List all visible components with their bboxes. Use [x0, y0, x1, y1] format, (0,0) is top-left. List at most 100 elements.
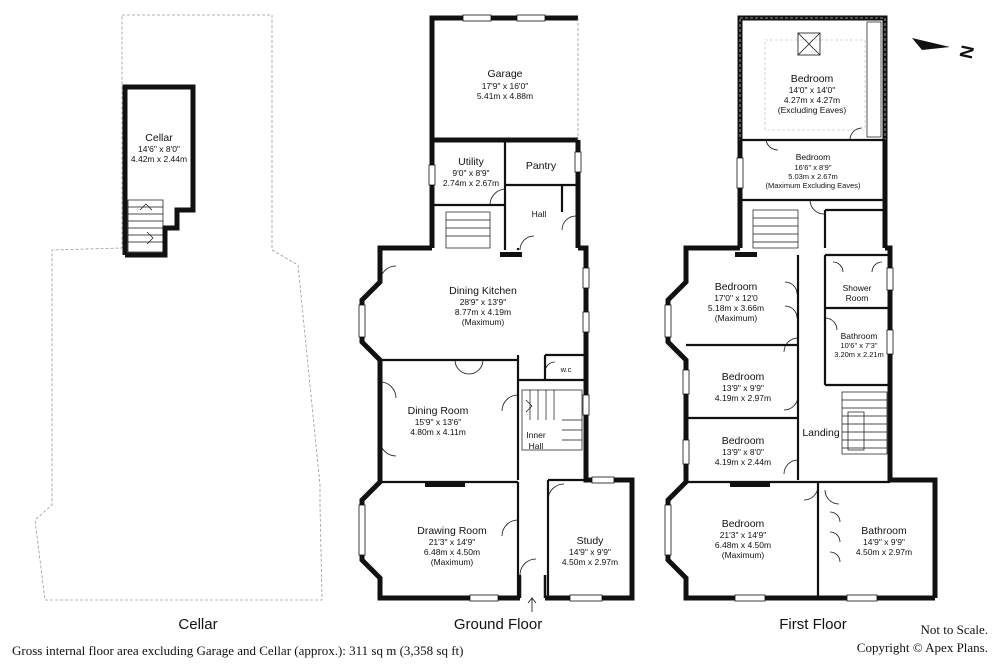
copyright-note: Copyright © Apex Plans.: [856, 640, 988, 655]
study-front-window: [569, 594, 603, 602]
kitchen-window-2: [582, 311, 590, 333]
ground-floor-title: Ground Floor: [454, 616, 542, 633]
drawing-room-name: Drawing Room: [417, 525, 487, 537]
utility-imperial: 9'0" x 8'9": [452, 168, 489, 178]
first-floor-title: First Floor: [779, 616, 847, 633]
dining-french-door-1: [379, 381, 397, 399]
shower-room-name-1: Shower: [843, 283, 872, 293]
hall-name: Hall: [532, 209, 547, 219]
bedroom-1-metric: 5.18m x 3.66m: [708, 303, 764, 313]
garage-name: Garage: [487, 68, 522, 80]
shower-door-1: [832, 261, 844, 273]
drawing-bay-window: [358, 504, 366, 556]
kitchen-chimney: [500, 252, 522, 257]
first-right-walls: [885, 245, 938, 598]
bathroom-cupboard-2: [829, 531, 841, 543]
hall-door-2: [561, 215, 577, 231]
bedroom-3-name: Bedroom: [722, 435, 765, 447]
first-back-stairs: [752, 209, 799, 249]
dining-room-imperial: 15'9" x 13'6": [415, 417, 462, 427]
dining-kitchen-imperial: 28'9" x 13'9": [460, 297, 507, 307]
bedroom-top-imperial: 14'0" x 14'0": [789, 85, 836, 95]
scale-note: Not to Scale.: [920, 622, 988, 637]
bed4-front-window: [734, 594, 766, 602]
bathroom-large-imperial: 14'9" x 9'9": [863, 537, 905, 547]
shower-room-name-2: Room: [846, 293, 869, 303]
bedroom-top-name: Bedroom: [791, 73, 834, 85]
shower-window: [886, 267, 894, 291]
dining-room-metric: 4.80m x 4.11m: [410, 427, 466, 437]
bedroom-1-note: (Maximum): [715, 313, 758, 323]
garage-window-2: [516, 14, 546, 22]
first-floor-plan: N Bedroom 14'0" x 14'0" 4.27m x 4.27m (E…: [664, 15, 978, 602]
drawing-room-note: (Maximum): [431, 557, 474, 567]
bathroom-small-name: Bathroom: [841, 331, 878, 341]
landing-stairs: [841, 391, 888, 455]
bedroom-4-imperial: 21'3" x 14'9": [720, 530, 767, 540]
bathroom-cupboard-3: [829, 551, 841, 563]
bed4-chimney: [730, 482, 770, 487]
dining-french-door-2: [379, 439, 397, 457]
kitchen-bay-window: [358, 304, 366, 338]
bed1-door: [783, 337, 799, 353]
study-name: Study: [577, 535, 605, 547]
bath-front-window: [846, 594, 878, 602]
ground-back-stairs: [445, 211, 491, 249]
kitchen-dining-door-1: [454, 359, 470, 375]
garage-window-1: [462, 14, 492, 22]
bedroom-3-imperial: 13'9" x 8'0": [722, 447, 764, 457]
bedroom-1-name: Bedroom: [715, 281, 758, 293]
eaves-window: [736, 157, 744, 189]
bathroom-cupboard-1: [829, 511, 841, 523]
bathroom-small-window: [886, 329, 894, 355]
bed4-bay-window: [664, 504, 672, 556]
ground-main-walls: [359, 245, 520, 601]
bathroom-small-imperial: 10'6" x 7'3": [841, 341, 878, 350]
bedroom-1-imperial: 17'0" x 12'0: [714, 293, 758, 303]
back-landing-door: [809, 199, 825, 215]
bed3-door: [783, 459, 799, 475]
utility-name: Utility: [458, 156, 484, 168]
bedroom-top-note: (Excluding Eaves): [778, 105, 847, 115]
study-side-window: [591, 476, 615, 484]
utility-metric: 2.74m x 2.67m: [443, 178, 499, 188]
eaves-door: [765, 139, 779, 151]
dining-kitchen-name: Dining Kitchen: [449, 285, 517, 297]
bed4-door: [803, 485, 819, 501]
kitchen-window-1: [582, 267, 590, 289]
drawing-hall-door: [501, 519, 519, 537]
first-main-walls: [665, 245, 935, 601]
bedroom-2-imperial: 13'9" x 9'9": [722, 383, 764, 393]
cellar-imperial: 14'6" x 8'0": [138, 144, 180, 154]
bathroom-large-metric: 4.50m x 2.97m: [856, 547, 912, 557]
bed1-bay-window: [664, 304, 672, 338]
floor-area-note: Gross internal floor area excluding Gara…: [12, 643, 464, 658]
bed2-door: [783, 395, 799, 411]
garage-imperial: 17'9" x 16'0": [482, 81, 529, 91]
bedroom-3-metric: 4.19m x 2.44m: [715, 457, 771, 467]
dining-kitchen-metric: 8.77m x 4.19m: [455, 307, 511, 317]
bedroom-eaves-note: (Maximum Excluding Eaves): [765, 181, 861, 190]
top-bedroom-door: [849, 127, 863, 141]
eaves-inner: [764, 39, 866, 131]
inner-hall-stairs: [521, 389, 583, 451]
dining-room-name: Dining Room: [408, 405, 469, 417]
cellar-stairs: [127, 199, 164, 253]
drawing-room-chimney: [425, 482, 465, 487]
inner-hall-name-2: Hall: [529, 441, 544, 451]
dining-hall-door: [501, 394, 519, 412]
bed1-wardrobe-2: [784, 305, 798, 319]
ground-floor-plan: Garage 17'9" x 16'0" 5.41m x 4.88m Utili…: [358, 14, 635, 612]
bedroom-eaves-imperial: 16'6" x 8'9": [795, 163, 832, 172]
drawing-front-window: [469, 594, 499, 602]
drawing-room-imperial: 21'3" x 14'9": [429, 537, 476, 547]
wc-name: w.c: [560, 365, 572, 374]
cellar-floor-title: Cellar: [178, 616, 217, 633]
hall-door-1: [519, 235, 535, 251]
cellar-plan: Cellar 14'6" x 8'0" 4.42m x 2.44m: [34, 14, 323, 601]
bedroom-top-metric: 4.27m x 4.27m: [784, 95, 840, 105]
bed2-window: [682, 369, 690, 395]
shower-door-2: [871, 261, 883, 273]
